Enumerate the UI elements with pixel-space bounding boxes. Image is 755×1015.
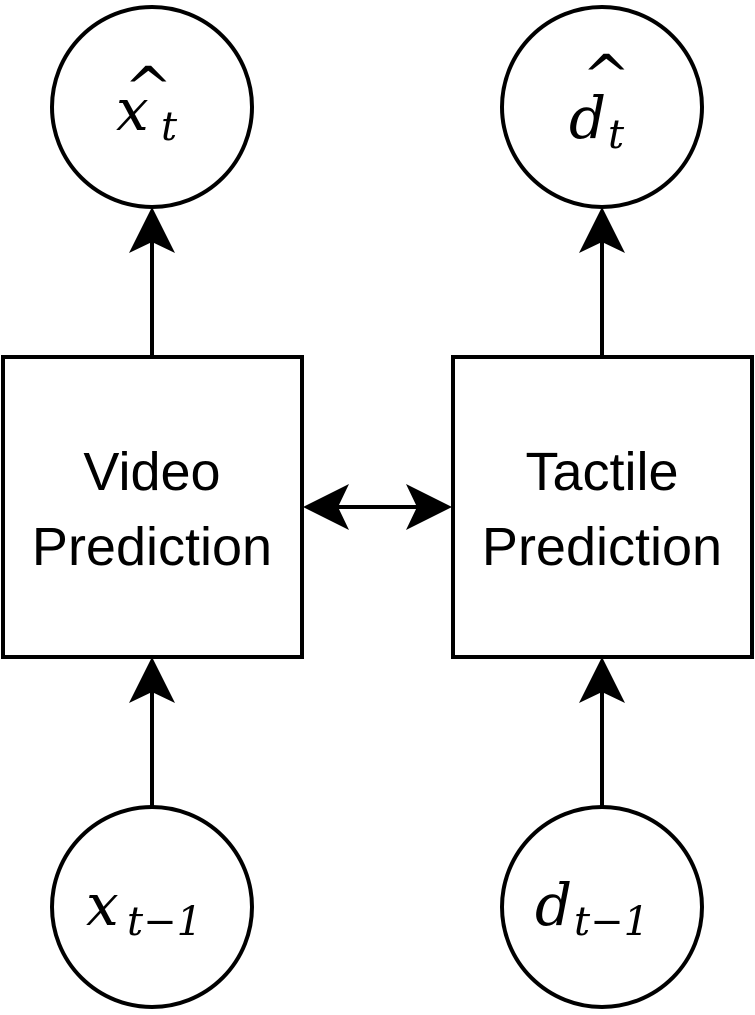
video-output-symbol: x bbox=[116, 76, 149, 144]
video-prediction-label-line1: Video bbox=[83, 442, 220, 502]
arrow-head-icon bbox=[579, 207, 625, 253]
video-output-subscript: t bbox=[161, 104, 178, 150]
video-prediction-block: Video Prediction bbox=[1, 355, 304, 659]
tactile-output-label: dt bbox=[569, 84, 625, 158]
video-prediction-label-line2: Prediction bbox=[32, 517, 272, 577]
video-input-circle bbox=[50, 805, 254, 1009]
video-input-arrow bbox=[129, 657, 175, 807]
tactile-output-arrow bbox=[579, 207, 625, 357]
arrow-head-icon bbox=[129, 657, 175, 703]
tactile-input-symbol: d bbox=[535, 871, 572, 939]
tactile-input-label: dt−1 bbox=[535, 871, 649, 945]
tactile-input-node: dt−1 bbox=[500, 805, 704, 1009]
arrow-head-icon bbox=[303, 484, 349, 530]
video-prediction-box bbox=[1, 355, 304, 659]
tactile-input-circle bbox=[500, 805, 704, 1009]
video-input-subscript: t−1 bbox=[127, 899, 202, 945]
video-output-arrow bbox=[129, 207, 175, 357]
tactile-output-symbol: d bbox=[569, 84, 606, 152]
video-input-symbol: x bbox=[86, 871, 119, 939]
arrow-head-icon bbox=[579, 657, 625, 703]
tactile-input-arrow bbox=[579, 657, 625, 807]
video-output-hat: ^ bbox=[124, 54, 173, 122]
tactile-prediction-label-line2: Prediction bbox=[482, 517, 722, 577]
tactile-prediction-label-line1: Tactile bbox=[525, 442, 678, 502]
tactile-output-subscript: t bbox=[608, 112, 625, 158]
arrow-head-icon bbox=[129, 207, 175, 253]
tactile-prediction-block: Tactile Prediction bbox=[451, 355, 754, 659]
tactile-output-node: dt ^ bbox=[500, 5, 704, 209]
tactile-output-hat: ^ bbox=[582, 42, 631, 110]
tactile-prediction-box bbox=[451, 355, 754, 659]
bidirectional-arrow bbox=[303, 484, 452, 530]
tactile-input-subscript: t−1 bbox=[574, 899, 649, 945]
arrow-head-icon bbox=[406, 484, 452, 530]
